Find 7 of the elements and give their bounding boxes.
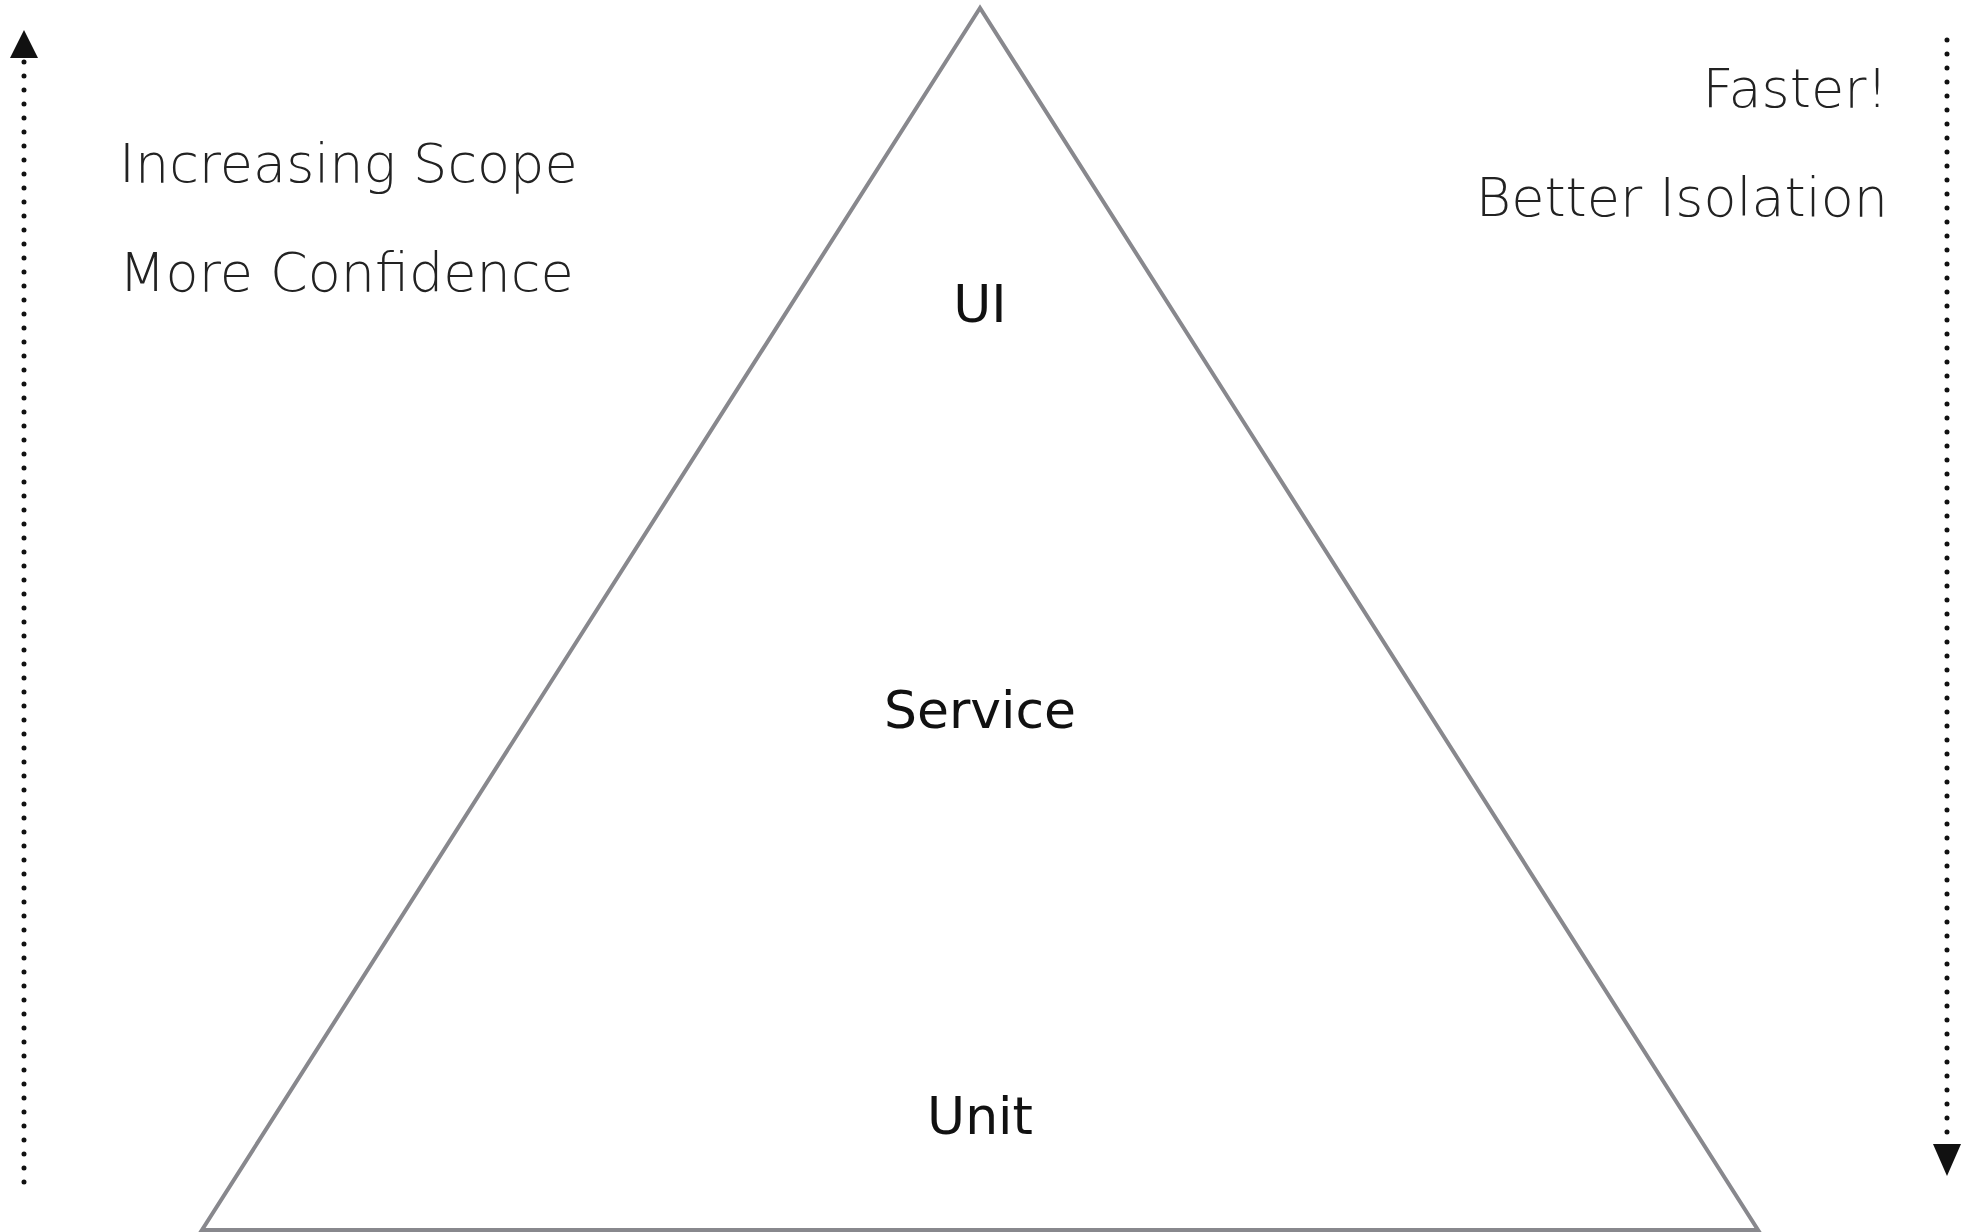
tier-label: UI xyxy=(953,274,1007,334)
annotation-text: Increasing Scope xyxy=(119,131,578,195)
annotation-text: Faster! xyxy=(1702,56,1888,120)
tier-label: Service xyxy=(883,680,1077,740)
annotation-text: Better Isolation xyxy=(1475,165,1888,229)
tier-label: Unit xyxy=(927,1086,1033,1146)
annotation-text: More Confidence xyxy=(119,240,574,304)
